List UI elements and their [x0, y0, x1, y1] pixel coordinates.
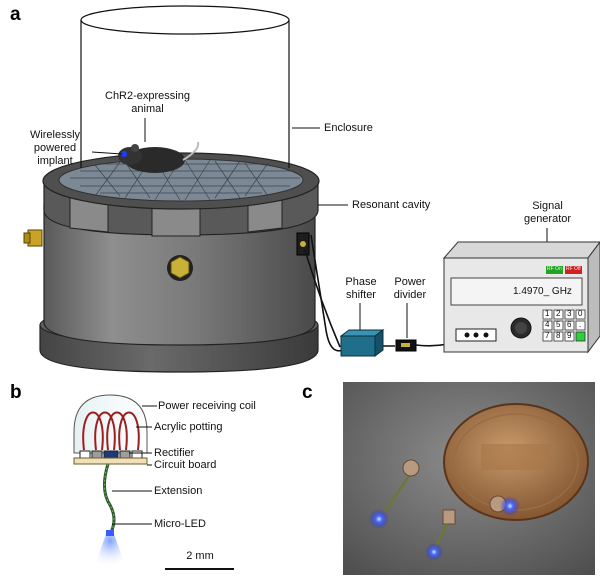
rf-on-indicator: RF On — [547, 266, 562, 272]
keypad-2: 2 — [556, 309, 561, 318]
implant-diagram — [73, 394, 148, 568]
keypad-1: 1 — [545, 309, 550, 318]
generator-display: 1.4970_ GHz — [513, 286, 572, 297]
resonant-cavity — [23, 152, 320, 373]
extension-label: Extension — [154, 485, 203, 497]
keypad-9: 9 — [567, 331, 572, 340]
coil-label: Power receiving coil — [158, 400, 256, 412]
potting-label: Acrylic potting — [154, 421, 223, 433]
signal-generator-label: Signal generator — [523, 200, 572, 225]
keypad-6: 6 — [567, 320, 572, 329]
mouse-animal — [118, 141, 200, 173]
leader-lines-b — [112, 405, 157, 525]
signal-generator — [442, 241, 600, 354]
panel-letter-c: c — [302, 382, 313, 403]
enclosure — [80, 5, 290, 168]
enclosure-label: Enclosure — [324, 122, 373, 134]
keypad-0: 0 — [578, 309, 583, 318]
cables — [304, 234, 464, 352]
circuit-board-label: Circuit board — [154, 459, 217, 471]
keypad-7: 7 — [545, 331, 550, 340]
keypad-4: 4 — [545, 320, 550, 329]
panel-letter-a: a — [10, 4, 21, 25]
keypad-8: 8 — [556, 331, 561, 340]
micro-led-label: Micro-LED — [154, 518, 206, 530]
leader-lines-a — [91, 118, 548, 338]
keypad-5: 5 — [556, 320, 561, 329]
resonant-cavity-label: Resonant cavity — [352, 199, 431, 211]
scale-bar-label: 2 mm — [186, 550, 214, 562]
phase-shifter — [339, 329, 385, 357]
keypad-dot: . — [579, 320, 582, 329]
animal-label: ChR2-expressing animal — [105, 90, 190, 115]
power-divider-label: Power divider — [393, 276, 427, 301]
rectifier-label: Rectifier — [154, 447, 195, 459]
keypad-3: 3 — [567, 309, 572, 318]
implant-photo — [343, 382, 595, 575]
panel-letter-b: b — [10, 382, 22, 403]
rf-off-indicator: RF Off — [566, 266, 581, 272]
phase-shifter-label: Phase shifter — [345, 276, 377, 301]
implant-label: Wirelessly powered implant — [29, 129, 81, 167]
